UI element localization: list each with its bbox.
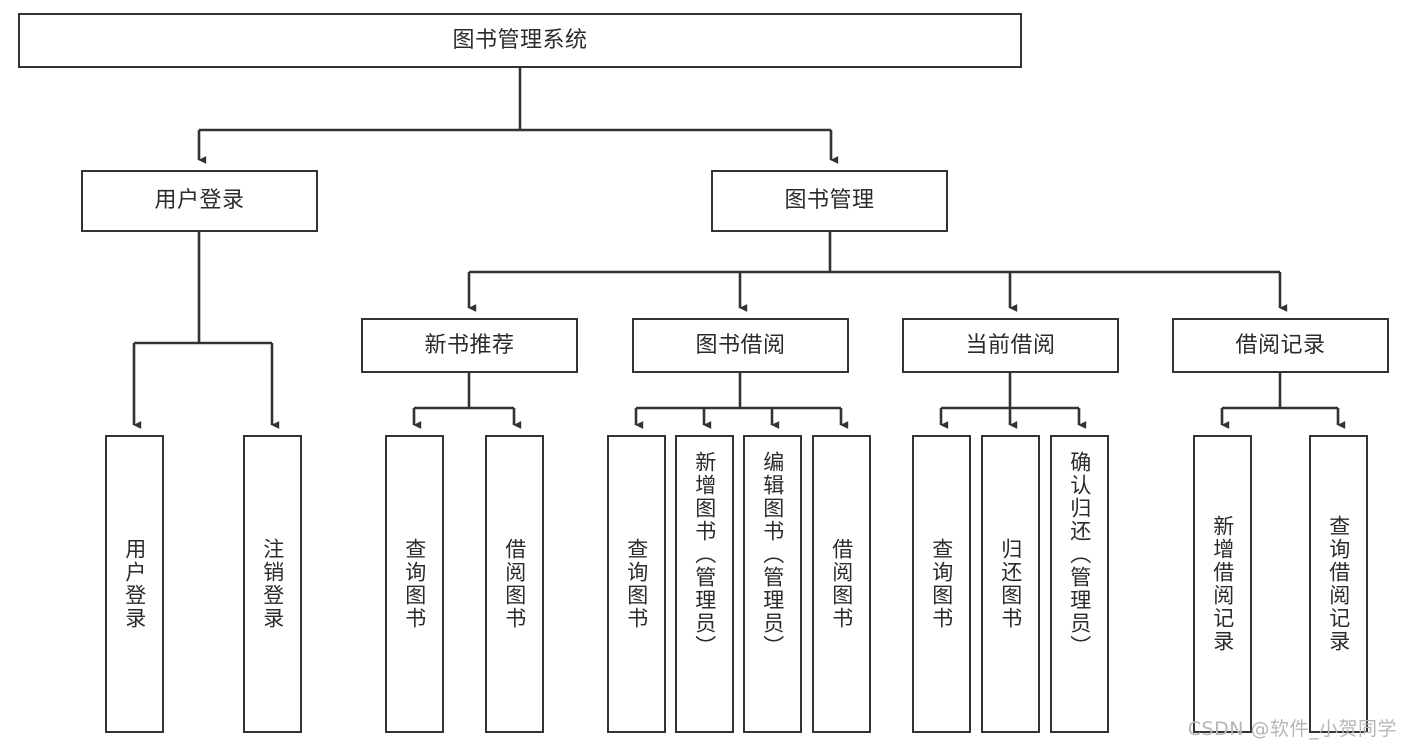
leaf-user-logout[interactable]: 注销登录 bbox=[243, 435, 302, 733]
node-label: 编辑图书（管理员） bbox=[760, 451, 785, 658]
leaf-query-book-newbook[interactable]: 查询图书 bbox=[385, 435, 444, 733]
leaf-return-book[interactable]: 归还图书 bbox=[981, 435, 1040, 733]
node-label: 归还图书 bbox=[998, 538, 1023, 630]
leaf-edit-book-admin[interactable]: 编辑图书（管理员） bbox=[743, 435, 802, 733]
leaf-add-borrow-record[interactable]: 新增借阅记录 bbox=[1193, 435, 1252, 733]
csdn-watermark: CSDN @软件_小贺同学 bbox=[1187, 718, 1397, 740]
node-label: 用户登录 bbox=[154, 188, 245, 214]
node-new-book-recommend[interactable]: 新书推荐 bbox=[361, 318, 578, 373]
node-label: 查询图书 bbox=[929, 538, 954, 630]
node-label: 用户登录 bbox=[122, 538, 147, 630]
node-label: 图书管理 bbox=[784, 188, 875, 214]
leaf-confirm-return-admin[interactable]: 确认归还（管理员） bbox=[1050, 435, 1109, 733]
node-label: 查询图书 bbox=[624, 538, 649, 630]
node-label: 新增借阅记录 bbox=[1210, 515, 1235, 653]
node-label: 查询借阅记录 bbox=[1326, 515, 1351, 653]
leaf-borrow-book-newbook[interactable]: 借阅图书 bbox=[485, 435, 544, 733]
node-label: 新增图书（管理员） bbox=[692, 451, 717, 658]
leaf-add-book-admin[interactable]: 新增图书（管理员） bbox=[675, 435, 734, 733]
leaf-query-borrow-record[interactable]: 查询借阅记录 bbox=[1309, 435, 1368, 733]
leaf-query-book-borrow[interactable]: 查询图书 bbox=[607, 435, 666, 733]
node-label: 新书推荐 bbox=[424, 332, 515, 358]
node-label: 注销登录 bbox=[260, 538, 285, 630]
node-label: 图书管理系统 bbox=[452, 27, 588, 53]
node-label: 确认归还（管理员） bbox=[1067, 451, 1092, 658]
leaf-user-login[interactable]: 用户登录 bbox=[105, 435, 164, 733]
node-label: 借阅记录 bbox=[1235, 332, 1326, 358]
node-label: 图书借阅 bbox=[695, 332, 786, 358]
node-label: 借阅图书 bbox=[502, 538, 527, 630]
node-book-borrow[interactable]: 图书借阅 bbox=[632, 318, 849, 373]
node-label: 借阅图书 bbox=[829, 538, 854, 630]
node-root-system[interactable]: 图书管理系统 bbox=[18, 13, 1022, 68]
leaf-borrow-book-borrow[interactable]: 借阅图书 bbox=[812, 435, 871, 733]
node-book-management[interactable]: 图书管理 bbox=[711, 170, 948, 232]
node-label: 当前借阅 bbox=[965, 332, 1056, 358]
node-current-borrow[interactable]: 当前借阅 bbox=[902, 318, 1119, 373]
node-borrow-records[interactable]: 借阅记录 bbox=[1172, 318, 1389, 373]
leaf-query-book-current[interactable]: 查询图书 bbox=[912, 435, 971, 733]
node-label: 查询图书 bbox=[402, 538, 427, 630]
node-user-login[interactable]: 用户登录 bbox=[81, 170, 318, 232]
